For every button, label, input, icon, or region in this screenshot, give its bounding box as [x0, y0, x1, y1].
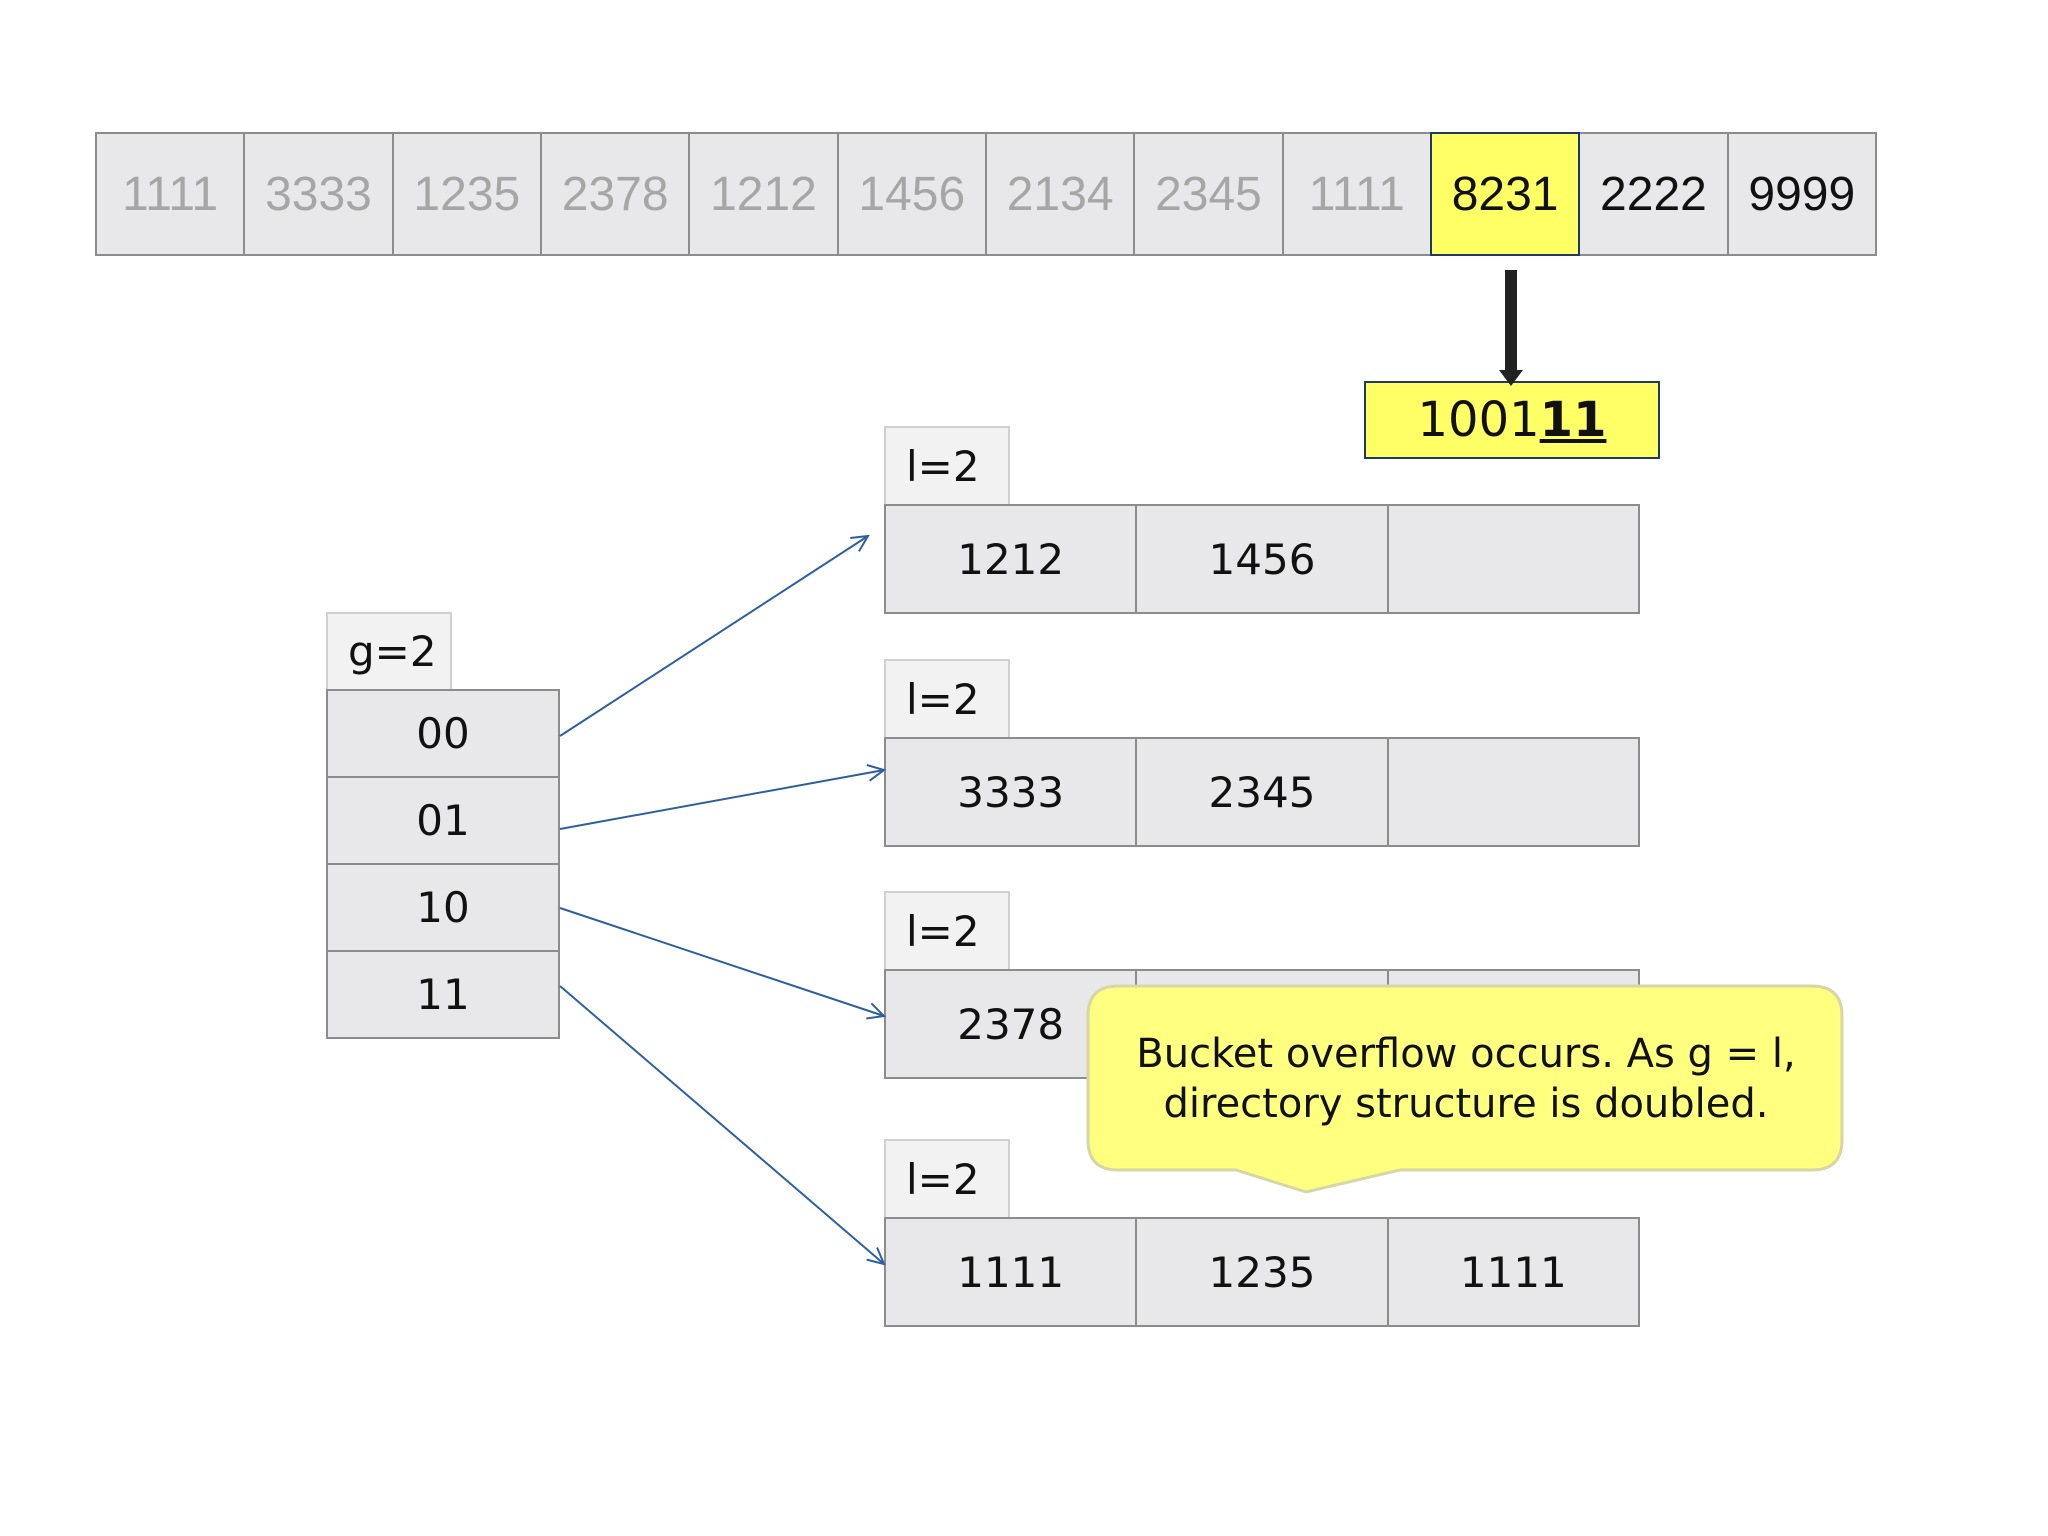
bucket-slot: 1111	[884, 1217, 1138, 1327]
key-cell: 1111	[95, 132, 246, 256]
bucket-slot	[1386, 737, 1640, 847]
key-cell: 3333	[243, 132, 394, 256]
hash-suffix: 11	[1539, 392, 1607, 448]
bucket-slot: 2345	[1135, 737, 1389, 847]
key-cell: 1111	[1281, 132, 1432, 256]
local-depth-label: l=2	[884, 891, 1010, 970]
directory-entry: 00	[326, 689, 560, 778]
key-cell: 2378	[539, 132, 691, 256]
directory-entry: 01	[326, 776, 560, 865]
key-cell: 2345	[1133, 132, 1284, 256]
global-depth-label: g=2	[326, 612, 452, 689]
bucket-slot: 3333	[884, 737, 1138, 847]
key-cell: 1212	[688, 132, 839, 256]
local-depth-label: l=2	[884, 1139, 1010, 1218]
key-cell: 2134	[984, 132, 1136, 256]
current-key-cell: 8231	[1429, 132, 1581, 256]
key-cell: 1235	[391, 132, 542, 256]
pointer-arrow	[559, 907, 884, 1016]
pointer-arrow	[559, 536, 868, 737]
directory-entry: 10	[326, 863, 560, 952]
key-sequence: 1111 3333 1235 2378 1212 1456 2134 2345 …	[95, 132, 1877, 256]
pointer-arrow	[559, 985, 884, 1264]
bucket-slot: 1111	[1386, 1217, 1640, 1327]
directory: 00 01 10 11	[326, 689, 560, 1039]
callout-text: Bucket overflow occurs. As g = l, direct…	[1090, 988, 1842, 1170]
callout-line: directory structure is doubled.	[1163, 1081, 1769, 1127]
callout-line: Bucket overflow occurs. As g = l,	[1136, 1031, 1796, 1077]
directory-entry: 11	[326, 950, 560, 1039]
pointer-arrow	[559, 770, 884, 830]
bucket-slot: 1235	[1135, 1217, 1389, 1327]
bucket: 3333 2345	[884, 737, 1640, 847]
local-depth-label: l=2	[884, 659, 1010, 738]
bucket-slot	[1386, 504, 1640, 614]
bucket: 1111 1235 1111	[884, 1217, 1640, 1327]
bucket-slot: 1212	[884, 504, 1138, 614]
hash-arrow	[1499, 270, 1523, 386]
local-depth-label: l=2	[884, 426, 1010, 505]
bucket-slot: 1456	[1135, 504, 1389, 614]
key-cell: 9999	[1726, 132, 1877, 256]
key-cell: 2222	[1578, 132, 1729, 256]
bucket: 1212 1456	[884, 504, 1640, 614]
hash-prefix: 1001	[1417, 392, 1540, 448]
key-cell: 1456	[836, 132, 987, 256]
